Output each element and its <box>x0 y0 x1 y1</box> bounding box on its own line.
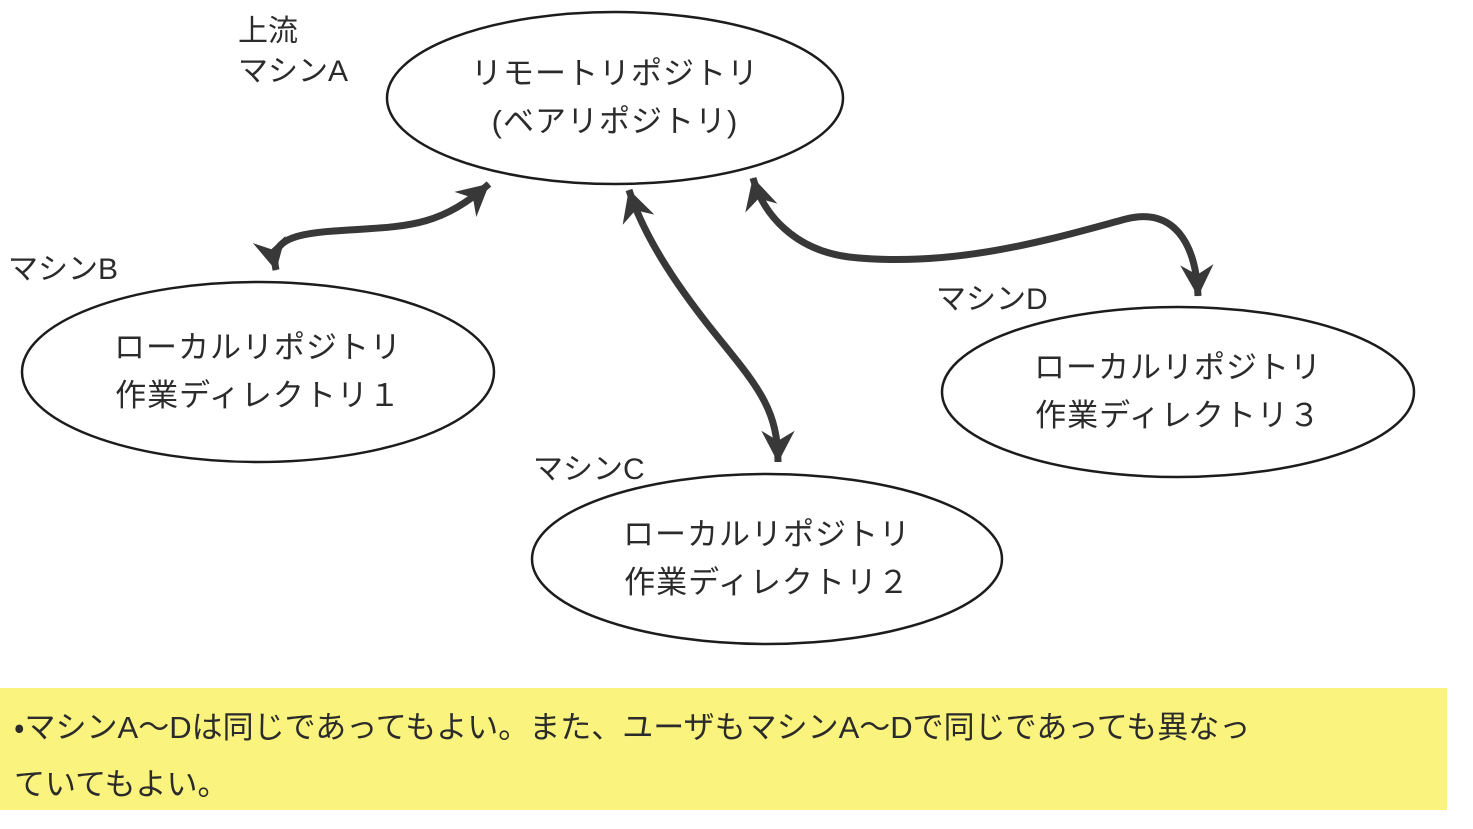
machine-d-label: マシンD <box>936 283 1048 316</box>
node-label-local-repository-1: ローカルリポジトリ 作業ディレクトリ１ <box>22 324 494 420</box>
remote-repository-line1: リモートリポジトリ <box>471 56 759 91</box>
note-line-1: ・マシンA〜Dは同じであってもよい。また、ユーザもマシンA〜Dで同じであっても異… <box>14 710 1251 745</box>
note-line-2: ていてもよい。 <box>14 767 229 802</box>
node-ellipse-local-repository-2 <box>530 472 1004 646</box>
upstream-label: 上流 <box>238 15 298 48</box>
node-ellipse-local-repository-3 <box>940 305 1416 479</box>
node-ellipse-remote-repository <box>385 10 845 186</box>
node-label-local-repository-3: ローカルリポジトリ 作業ディレクトリ３ <box>942 344 1414 440</box>
local-repository-1-line2: 作業ディレクトリ１ <box>115 378 401 413</box>
machine-b-label: マシンB <box>8 253 119 286</box>
local-repository-2-line2: 作業ディレクトリ２ <box>624 565 910 600</box>
remote-repository-line2: (ベアリポジトリ) <box>491 104 739 139</box>
local-repository-2-line1: ローカルリポジトリ <box>623 517 911 552</box>
machine-a-annotation: 上流 マシンA <box>238 12 348 92</box>
machine-c-label: マシンC <box>533 453 645 486</box>
node-ellipse-local-repository-1 <box>20 280 496 464</box>
local-repository-1-line1: ローカルリポジトリ <box>114 330 402 365</box>
highlighted-note: ・マシンA〜Dは同じであってもよい。また、ユーザもマシンA〜Dで同じであっても異… <box>0 688 1447 810</box>
node-label-remote-repository: リモートリポジトリ (ベアリポジトリ) <box>387 50 843 146</box>
machine-a-label: マシンA <box>238 55 349 88</box>
node-label-local-repository-2: ローカルリポジトリ 作業ディレクトリ２ <box>532 511 1002 607</box>
local-repository-3-line2: 作業ディレクトリ３ <box>1035 398 1321 433</box>
local-repository-3-line1: ローカルリポジトリ <box>1034 350 1322 385</box>
sync-arrow-remote-local1 <box>252 181 492 271</box>
sync-arrow-remote-local2 <box>622 188 795 463</box>
sync-arrow-remote-local3 <box>745 177 1214 297</box>
